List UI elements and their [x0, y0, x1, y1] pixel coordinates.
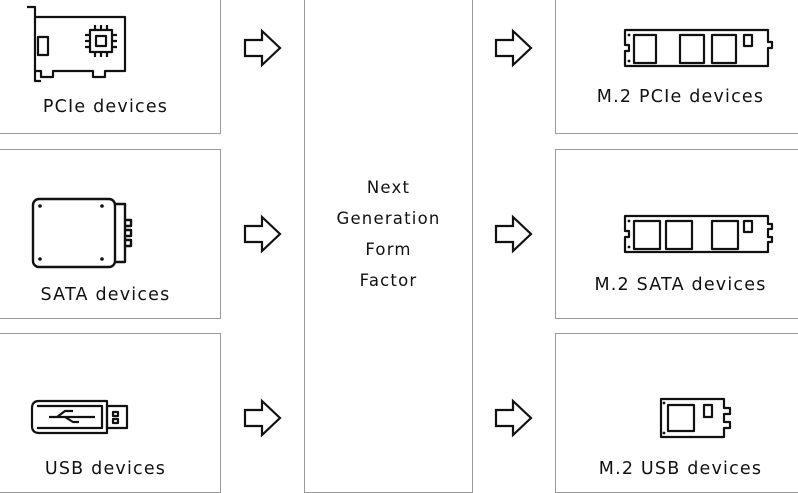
target-label-m2-pcie: M.2 PCIe devices — [596, 87, 765, 107]
center-line: Generation — [336, 209, 441, 228]
arrow-right-icon — [243, 398, 282, 438]
source-box-sata: SATA devices — [0, 149, 221, 319]
source-label-usb: USB devices — [44, 459, 167, 479]
arrow-right-icon — [494, 28, 533, 68]
arrow-right-icon — [494, 214, 533, 254]
source-box-usb: USB devices — [0, 333, 221, 493]
source-label-pcie: PCIe devices — [42, 97, 169, 117]
center-line: Factor — [359, 271, 418, 290]
center-line: Form — [365, 240, 412, 259]
center-line: Next — [366, 178, 411, 197]
source-box-pcie: PCIe devices — [0, 0, 221, 134]
m2-pcie-icon — [623, 28, 774, 68]
center-label: Next Generation Form Factor — [304, 172, 473, 296]
target-label-m2-usb: M.2 USB devices — [598, 459, 763, 479]
m2-sata-icon — [623, 214, 774, 254]
arrow-right-icon — [494, 398, 533, 438]
arrow-right-icon — [243, 214, 282, 254]
center-box — [304, 0, 473, 493]
m2-usb-icon — [659, 397, 732, 439]
target-box-m2-usb: M.2 USB devices — [555, 333, 798, 493]
target-box-m2-pcie: M.2 PCIe devices — [555, 0, 798, 134]
sata-drive-icon — [31, 197, 133, 269]
target-box-m2-sata: M.2 SATA devices — [555, 149, 798, 319]
arrow-right-icon — [243, 28, 282, 68]
target-label-m2-sata: M.2 SATA devices — [594, 275, 767, 295]
usb-stick-icon — [30, 399, 129, 435]
source-label-sata: SATA devices — [40, 285, 171, 305]
pcie-card-icon — [27, 5, 127, 83]
